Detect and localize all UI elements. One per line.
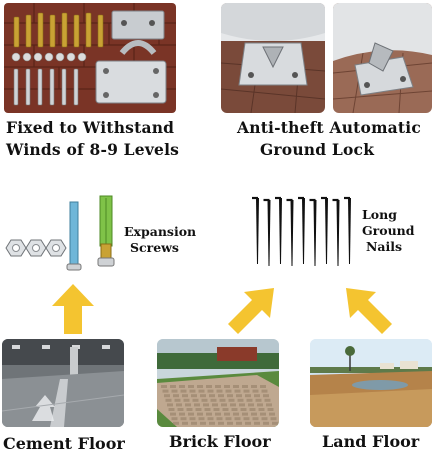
- brick-floor-label: Brick Floor: [169, 432, 271, 451]
- nails-label-line2: Ground: [362, 223, 415, 238]
- ground-nails-image: [246, 190, 358, 280]
- arrow-up-right-icon: [224, 288, 274, 336]
- ground-lock-photo-1: [221, 3, 325, 113]
- ground-nail-icon: [263, 198, 271, 266]
- lock-caption-line2: Ground Lock: [260, 140, 375, 159]
- nails-label-line1: Long: [362, 207, 397, 222]
- arrow-up-icon: [52, 284, 94, 334]
- brick-floor-photo: [157, 339, 279, 427]
- fixed-caption-line2: Winds of 8-9 Levels: [6, 140, 180, 159]
- ground-nail-icon: [275, 196, 282, 264]
- ground-nail-icon: [321, 196, 328, 264]
- expansion-screws-image: [2, 190, 132, 280]
- expansion-label-line2: Screws: [130, 240, 179, 255]
- lock-caption-line1: Anti-theft Automatic: [237, 118, 422, 137]
- ground-nail-icon: [286, 198, 294, 266]
- arrow-up-left-icon: [346, 288, 396, 336]
- ground-nail-icon: [309, 198, 317, 266]
- nails-label-line3: Nails: [366, 239, 403, 254]
- ground-nail-icon: [252, 196, 259, 264]
- ground-nail-icon: [332, 198, 340, 266]
- hardware-photo: [4, 3, 176, 113]
- expansion-label-line1: Expansion: [124, 224, 197, 239]
- ground-nail-icon: [298, 196, 305, 264]
- fixed-caption-line1: Fixed to Withstand: [6, 118, 175, 137]
- ground-lock-photo-2: [333, 3, 432, 113]
- ground-nail-icon: [344, 196, 351, 264]
- land-floor-photo: [310, 339, 432, 427]
- cement-floor-label: Cement Floor: [3, 434, 125, 453]
- land-floor-label: Land Floor: [322, 432, 420, 451]
- cement-floor-photo: [2, 339, 124, 427]
